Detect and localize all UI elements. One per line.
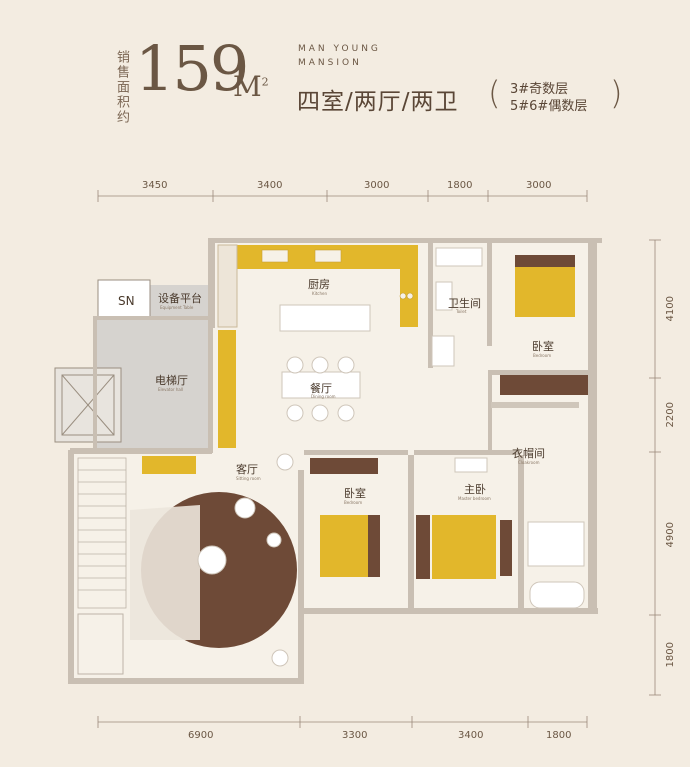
elevator-hall-sub: Elevator hall xyxy=(158,387,184,392)
master-bed xyxy=(432,515,496,579)
wardrobe-top xyxy=(500,375,588,395)
dining-label: 餐厅 xyxy=(310,382,332,395)
bathroom-sink xyxy=(435,247,483,267)
area-unit: M2 xyxy=(233,70,269,103)
area-value: 159 xyxy=(135,32,249,105)
equipment-label: 设备平台 xyxy=(158,292,202,305)
wardrobe-rail xyxy=(491,402,579,408)
dim-right-2: 2200 xyxy=(665,402,676,428)
bathroom-sub: Toilet xyxy=(456,309,467,314)
bedroom-top-label: 卧室 xyxy=(532,340,554,353)
paren-right: ) xyxy=(610,74,623,112)
dim-top-3: 3000 xyxy=(364,180,390,191)
dim-top-2: 3400 xyxy=(257,180,283,191)
elevator-car xyxy=(61,374,115,436)
closet-label: 衣帽间 xyxy=(512,447,545,460)
dining-sub: Dining room xyxy=(311,394,336,399)
dim-top-1: 3450 xyxy=(142,180,168,191)
master-sub: Master bedroom xyxy=(458,496,491,501)
floor-note-1: 3#奇数层 xyxy=(510,82,569,97)
bedroom-mid-headboard xyxy=(368,515,380,577)
dining-table xyxy=(281,371,361,399)
bedroom-mid-wardrobe xyxy=(310,458,378,474)
sn-label: SN xyxy=(118,294,135,308)
lamp-2 xyxy=(266,532,282,548)
kitchen-sub: Kitchen xyxy=(312,291,328,296)
equipment-sub: Equipment Table xyxy=(160,305,194,310)
bedroom-top-sub: Bedroom xyxy=(533,353,552,358)
dim-top-5: 3000 xyxy=(526,180,552,191)
kitchen-label: 厨房 xyxy=(308,278,330,291)
walls xyxy=(68,238,602,684)
plant-1 xyxy=(276,453,294,471)
kitchen-fixtures xyxy=(261,249,414,300)
dim-top-4: 1800 xyxy=(447,180,473,191)
bathroom-label: 卫生间 xyxy=(448,297,481,310)
living-label: 客厅 xyxy=(236,463,258,476)
cloakroom-fixtures xyxy=(454,457,585,609)
kitchen-island xyxy=(279,304,371,332)
plant-2 xyxy=(271,649,289,667)
sofa-area xyxy=(130,505,200,640)
area-unit-text: M xyxy=(233,70,262,103)
bedroom-mid-sub: Bedroom xyxy=(344,500,363,505)
bedroom-mid-label: 卧室 xyxy=(344,487,366,500)
entry-cabinet xyxy=(142,456,196,474)
bathroom-toilet xyxy=(435,281,453,311)
brand-logo: MAN YOUNG MANSION xyxy=(298,42,381,70)
shower xyxy=(431,335,455,367)
dim-bottom-4: 1800 xyxy=(546,730,572,741)
master-side xyxy=(500,520,512,576)
lamp-1 xyxy=(234,497,256,519)
sale-area-label: 销售面积约 xyxy=(114,50,129,125)
stair-landing xyxy=(77,613,124,675)
master-label: 主卧 xyxy=(464,483,486,496)
dimension-lines xyxy=(97,190,661,728)
dining-chairs xyxy=(286,356,355,422)
brand-line-2: MANSION xyxy=(298,58,362,68)
paren-left: ( xyxy=(488,74,501,112)
closet-sub: Cloakroom xyxy=(518,460,540,465)
elevator-hall-label: 电梯厅 xyxy=(155,374,188,387)
master-headboard xyxy=(416,515,430,579)
dim-bottom-2: 3300 xyxy=(342,730,368,741)
bedroom-top-headboard xyxy=(515,255,575,267)
dim-bottom-1: 6900 xyxy=(188,730,214,741)
sn-box xyxy=(97,279,151,319)
dim-bottom-3: 3400 xyxy=(458,730,484,741)
kitchen-cabinet xyxy=(217,244,238,328)
brand-line-1: MAN YOUNG xyxy=(298,44,381,54)
area-unit-sup: 2 xyxy=(261,75,269,89)
stairs xyxy=(77,457,127,609)
dim-right-4: 1800 xyxy=(665,642,676,668)
dim-right-3: 4900 xyxy=(665,522,676,548)
elevator-cross-2 xyxy=(61,374,115,436)
floor-note: ( 3#奇数层 5#6#偶数层 ) xyxy=(488,72,628,114)
floor-note-2: 5#6#偶数层 xyxy=(510,99,588,114)
dim-right-1: 4100 xyxy=(665,296,676,322)
coffee-table xyxy=(197,545,227,575)
equipment-floor xyxy=(150,285,212,318)
living-sub: Sitting room xyxy=(236,476,261,481)
layout-title: 四室/两厅/两卫 xyxy=(297,89,459,115)
